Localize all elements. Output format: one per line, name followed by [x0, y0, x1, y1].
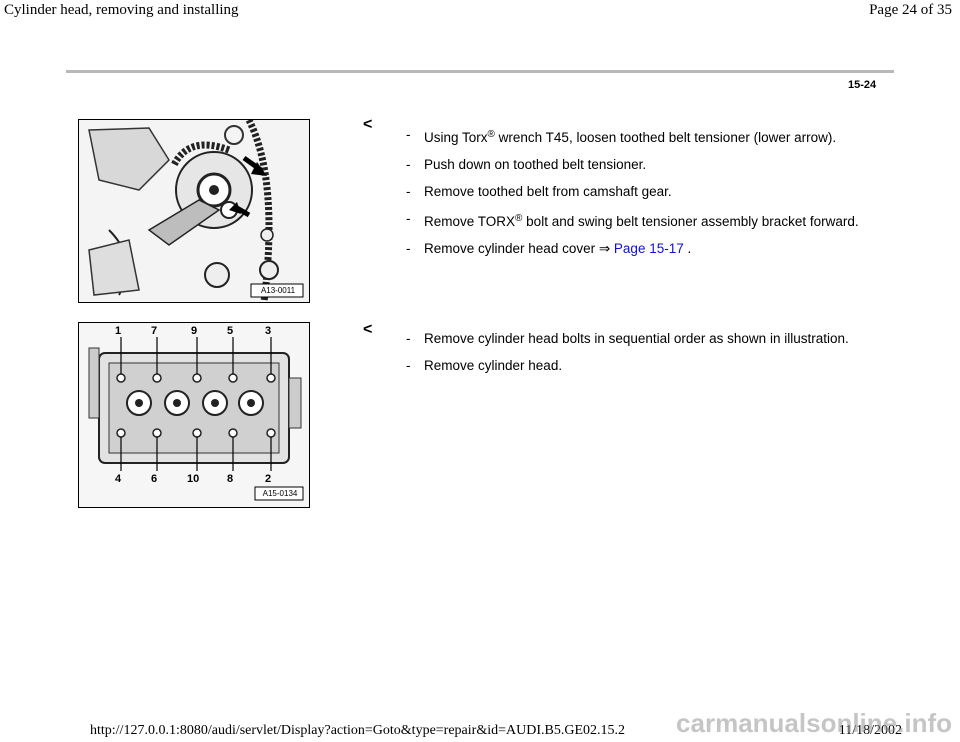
- page-arrow-icon: ⇒: [598, 241, 611, 256]
- bolt-numbers-top: 1 7 9 5 3: [109, 325, 289, 339]
- bolt-number: 10: [187, 473, 200, 485]
- pointer-arrow-icon: <: [363, 116, 373, 133]
- figure-label: A13-0011: [260, 286, 296, 295]
- registered-mark: ®: [515, 213, 523, 224]
- step-item: -Remove cylinder head bolts in sequentia…: [406, 331, 849, 346]
- bolt-number: 9: [191, 325, 198, 337]
- step-item: -Push down on toothed belt tensioner.: [406, 157, 647, 172]
- footer-date: 11/18/2002: [838, 723, 902, 738]
- bolt-number: 5: [227, 325, 234, 337]
- bolt-number: 8: [227, 473, 234, 485]
- bolt-number: 2: [265, 473, 272, 485]
- header-rule: [66, 70, 894, 73]
- bolt-number: 1: [115, 325, 122, 337]
- step-bullet: -: [406, 358, 411, 373]
- bolt-number: 4: [115, 473, 122, 485]
- procedure-steps: -Remove cylinder head bolts in sequentia…: [406, 331, 849, 385]
- bolt-number: 3: [265, 325, 272, 337]
- step-bullet: -: [406, 127, 411, 142]
- step-item: -Remove TORX® bolt and swing belt tensio…: [406, 211, 859, 229]
- step-item: -Using Torx® wrench T45, loosen toothed …: [406, 127, 837, 145]
- pointer-arrow-icon: <: [363, 321, 373, 338]
- step-bullet: -: [406, 331, 411, 346]
- step-bullet: -: [406, 241, 411, 256]
- cylinder-head-illustration: [79, 323, 309, 507]
- step-item: -Remove toothed belt from camshaft gear.: [406, 184, 672, 199]
- belt-tensioner-figure: A13-0011: [78, 119, 310, 303]
- bolt-number: 7: [151, 325, 158, 337]
- step-bullet: -: [406, 211, 411, 226]
- registered-mark: ®: [487, 129, 495, 140]
- page-indicator: Page 24 of 35: [869, 2, 952, 18]
- step-bullet: -: [406, 184, 411, 199]
- figure-label: A15-0134: [262, 489, 298, 498]
- bolt-sequence-figure: 1 7 9 5 3 4 6 10 8 2 A15-0134: [78, 322, 310, 508]
- document-title: Cylinder head, removing and installing: [4, 2, 239, 18]
- step-bullet: -: [406, 157, 411, 172]
- footer-url: http://127.0.0.1:8080/audi/servlet/Displ…: [90, 723, 625, 738]
- step-item: -Remove cylinder head.: [406, 358, 563, 373]
- belt-tensioner-illustration: [79, 120, 309, 302]
- procedure-steps: -Using Torx® wrench T45, loosen toothed …: [406, 127, 894, 268]
- step-item: -Remove cylinder head cover ⇒ Page 15-17…: [406, 241, 692, 256]
- page-link[interactable]: Page 15-17: [613, 241, 684, 256]
- watermark-text: carmanualsonline.info: [676, 708, 952, 738]
- bolt-number: 6: [151, 473, 158, 485]
- page-number: 15-24: [848, 79, 877, 91]
- bolt-numbers-bottom: 4 6 10 8 2: [109, 473, 289, 487]
